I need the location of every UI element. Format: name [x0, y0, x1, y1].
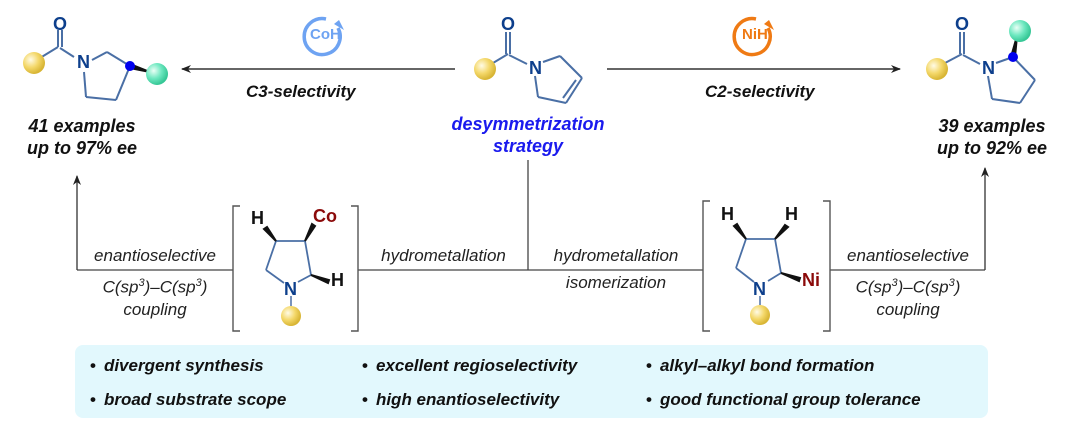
nitrogen-atom-label: N [529, 58, 542, 78]
c3-examples-count: 41 examples [28, 116, 136, 136]
oxygen-atom-label: O [955, 14, 970, 34]
isomerization-label: isomerization [565, 273, 667, 292]
feature-item: • good functional group tolerance [646, 390, 921, 410]
hydrogen-atom-label: H [721, 204, 734, 224]
bullet-icon: • [90, 356, 96, 375]
nitrogen-atom-label: N [77, 52, 90, 72]
right-coupling-label-top: enantioselective [847, 246, 969, 265]
left-coupling-word: coupling [123, 299, 187, 319]
r1-sphere-icon [926, 58, 948, 80]
hydrogen-atom-label: H [785, 204, 798, 224]
bullet-icon: • [362, 390, 368, 409]
c3-product-structure [23, 30, 168, 101]
hydrogen-atom-label: H [331, 270, 344, 290]
feature-item: • broad substrate scope [90, 390, 286, 410]
right-hydrometallation-label: hydrometallation [553, 246, 679, 265]
feature-text: alkyl–alkyl bond formation [659, 356, 875, 375]
co-intermediate-bracket [232, 205, 359, 332]
nih-catalyst-label: NiH [742, 26, 768, 43]
feature-text: divergent synthesis [103, 356, 264, 375]
c2-results: 39 examples up to 92% ee [932, 115, 1052, 159]
r2-sphere-icon [1009, 20, 1031, 42]
feature-item: • high enantioselectivity [362, 390, 559, 410]
substrate-structure [474, 32, 583, 104]
desymmetrization-strategy-label: desymmetrization strategy [428, 113, 628, 157]
feature-item: • alkyl–alkyl bond formation [646, 356, 874, 376]
ni-intermediate-bracket [702, 200, 831, 332]
c3-results: 41 examples up to 97% ee [22, 115, 142, 159]
nih-catalytic-cycle-icon [732, 16, 774, 57]
left-hydrometallation-label: hydrometallation [381, 246, 506, 265]
stereocenter-dot-icon [1008, 52, 1018, 62]
feature-item: • excellent regioselectivity [362, 356, 577, 376]
c2-examples-count: 39 examples [938, 116, 1046, 136]
oxygen-atom-label: O [53, 14, 68, 34]
strategy-line-1: desymmetrization [451, 114, 605, 134]
c3-selectivity-label: C3-selectivity [246, 82, 356, 101]
c2-product-structure [926, 20, 1036, 104]
nickel-atom-label: Ni [802, 270, 820, 290]
feature-text: good functional group tolerance [659, 390, 921, 409]
nitrogen-atom-label: N [982, 58, 995, 78]
oxygen-atom-label: O [501, 14, 516, 34]
left-coupling-label-top: enantioselective [94, 246, 216, 265]
bullet-icon: • [362, 356, 368, 375]
nitrogen-atom-label: N [284, 279, 297, 299]
r1-sphere-icon [750, 305, 770, 325]
bullet-icon: • [90, 390, 96, 409]
feature-text: high enantioselectivity [375, 390, 560, 409]
hydrogen-atom-label: H [251, 208, 264, 228]
co-intermediate-structure [262, 222, 331, 326]
r1-sphere-icon [281, 306, 301, 326]
right-coupling-word: coupling [876, 299, 940, 319]
nitrogen-atom-label: N [753, 279, 766, 299]
c2-max-ee: up to 92% ee [936, 138, 1048, 158]
r1-sphere-icon [474, 58, 496, 80]
coh-catalyst-label: CoH [310, 26, 341, 43]
bullet-icon: • [646, 356, 652, 375]
bullet-icon: • [646, 390, 652, 409]
features-panel [75, 345, 988, 418]
c2-selectivity-label: C2-selectivity [705, 82, 815, 101]
c3-max-ee: up to 97% ee [26, 138, 138, 158]
left-coupling-label-bottom: C(sp3)–C(sp3) coupling [80, 272, 230, 321]
strategy-line-2: strategy [492, 136, 564, 156]
coh-catalytic-cycle-icon [302, 16, 344, 57]
feature-item: • divergent synthesis [90, 356, 264, 376]
stereocenter-dot-icon [125, 61, 135, 71]
feature-text: excellent regioselectivity [375, 356, 578, 375]
r2-sphere-icon [146, 63, 168, 85]
right-coupling-label-bottom: C(sp3)–C(sp3) coupling [832, 272, 984, 321]
ni-intermediate-structure [732, 222, 802, 325]
r1-sphere-icon [23, 52, 45, 74]
cobalt-atom-label: Co [313, 206, 337, 226]
feature-text: broad substrate scope [103, 390, 287, 409]
